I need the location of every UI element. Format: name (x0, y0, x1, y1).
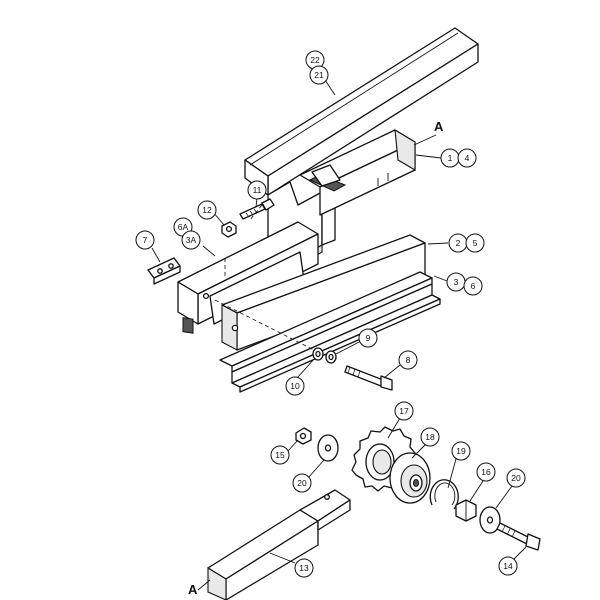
lower-square-tube (207, 489, 351, 600)
callout-1-label: 1 (448, 153, 453, 163)
callout-20-right-label: 20 (511, 473, 521, 483)
callout-5: 5 (465, 233, 485, 253)
callout-4-label: 4 (465, 153, 470, 163)
callout-5-label: 5 (473, 238, 478, 248)
callout-2-label: 2 (456, 238, 461, 248)
callout-14-label: 14 (503, 561, 513, 571)
callout-14: 14 (498, 556, 518, 576)
callout-13-label: 13 (299, 563, 309, 573)
callout-10-label: 10 (290, 381, 300, 391)
callout-7-label: 7 (143, 235, 148, 245)
bolt-14 (496, 522, 541, 551)
middle-frame-tube (299, 128, 416, 216)
callout-19-label: 19 (456, 446, 466, 456)
callout-15: 15 (270, 445, 290, 465)
callout-1: 1 (440, 148, 460, 168)
washer-9 (325, 350, 337, 364)
alignment-guides (214, 204, 319, 353)
top-bolt (239, 198, 275, 220)
small-plate (147, 257, 181, 285)
callout-2: 2 (448, 233, 468, 253)
reference-a-bottom-label: A (188, 582, 198, 597)
callout-6A-label: 6A (178, 222, 189, 232)
callout-7: 7 (135, 230, 155, 250)
callout-12: 12 (197, 200, 217, 220)
callout-6-label: 6 (471, 281, 476, 291)
callout-20-left: 20 (292, 473, 312, 493)
callout-19: 19 (451, 441, 471, 461)
top-nut (221, 221, 237, 238)
callout-4: 4 (457, 148, 477, 168)
reference-mark-a-top: A (413, 119, 444, 146)
side-plate (221, 234, 426, 351)
callout-3: 3 (446, 272, 466, 292)
callout-3-label: 3 (454, 277, 459, 287)
callout-9: 9 (358, 328, 378, 348)
callout-6: 6 (463, 276, 483, 296)
spacer-16 (455, 499, 477, 522)
callout-20-right: 20 (506, 468, 526, 488)
callout-22-label: 22 (310, 55, 320, 65)
long-bolt-8 (344, 365, 393, 391)
callout-17: 17 (394, 401, 414, 421)
callout-10: 10 (285, 376, 305, 396)
snap-ring-19 (429, 479, 459, 510)
callout-18: 18 (420, 427, 440, 447)
callout-13: 13 (294, 558, 314, 578)
upper-square-tube (244, 27, 479, 196)
washer-20-left (317, 434, 339, 462)
callout-8-label: 8 (406, 355, 411, 365)
callout-15-label: 15 (275, 450, 285, 460)
channel (219, 271, 441, 393)
reference-a-top-label: A (434, 119, 444, 134)
callout-3A: 3A (181, 230, 201, 250)
callout-16: 16 (476, 462, 496, 482)
callout-11: 11 (247, 180, 267, 200)
washer-20-right (479, 506, 501, 534)
callout-20-left-label: 20 (297, 478, 307, 488)
reference-mark-a-bottom: A (188, 579, 211, 597)
callout-3A-label: 3A (186, 235, 197, 245)
nut-15 (295, 427, 312, 445)
callout-16-label: 16 (481, 467, 491, 477)
callout-21-label: 21 (314, 70, 324, 80)
callout-18-label: 18 (425, 432, 435, 442)
callout-8: 8 (398, 350, 418, 370)
callout-17-label: 17 (399, 406, 409, 416)
callout-12-label: 12 (202, 205, 212, 215)
callout-9-label: 9 (366, 333, 371, 343)
callout-21: 21 (309, 65, 329, 85)
washer-10 (312, 347, 324, 361)
hub-18 (389, 452, 431, 504)
callout-11-label: 11 (253, 185, 262, 195)
